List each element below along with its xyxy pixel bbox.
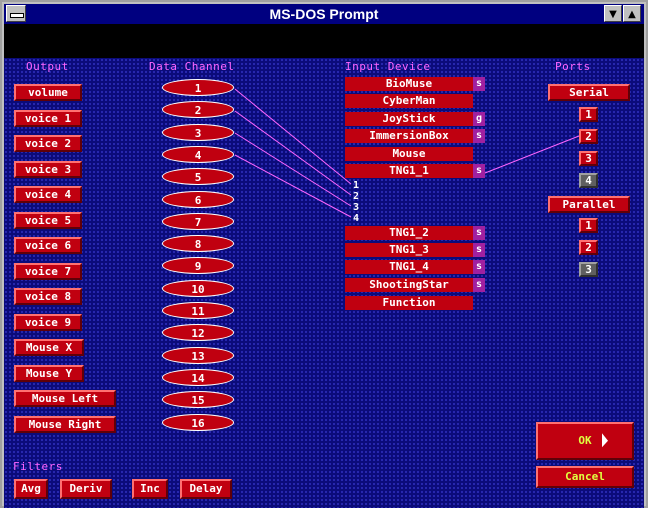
output-button[interactable]: voice 7 (14, 262, 82, 280)
device-button[interactable]: Function (345, 296, 473, 310)
ports-header: Ports (555, 60, 591, 73)
filter-button[interactable]: Deriv (60, 479, 112, 499)
data-channel-header: Data Channel (149, 60, 235, 73)
channel-oval[interactable]: 13 (162, 346, 234, 364)
channel-oval[interactable]: 7 (162, 212, 234, 230)
channel-oval[interactable]: 3 (162, 123, 234, 141)
output-button[interactable]: voice 3 (14, 160, 82, 178)
device-button[interactable]: TNG1_2 (345, 226, 473, 240)
output-button[interactable]: Mouse Right (14, 415, 116, 433)
output-header: Output (26, 60, 69, 73)
output-button[interactable]: Mouse Left (14, 390, 116, 407)
channel-oval[interactable]: 1 (162, 79, 234, 96)
parallel-port-button[interactable]: 2 (579, 240, 598, 255)
window-title: MS-DOS Prompt (269, 6, 379, 22)
title-bar[interactable]: MS-DOS Prompt ▼ ▲ (4, 4, 644, 24)
output-button[interactable]: voice 1 (14, 109, 82, 127)
device-button[interactable]: TNG1_3 (345, 243, 473, 257)
device-flag[interactable]: g (473, 112, 485, 126)
device-flag[interactable]: s (473, 129, 485, 143)
output-button[interactable]: voice 4 (14, 186, 82, 203)
output-button[interactable]: voice 6 (14, 237, 82, 254)
output-button[interactable]: volume (14, 84, 82, 101)
device-flag[interactable]: s (473, 260, 485, 274)
device-flag[interactable]: s (473, 164, 485, 178)
system-menu-icon[interactable] (6, 5, 26, 22)
channel-oval[interactable]: 8 (162, 235, 234, 253)
output-button[interactable]: voice 5 (14, 211, 82, 229)
connection-line (234, 132, 352, 207)
channel-oval[interactable]: 2 (162, 101, 234, 119)
filter-button[interactable]: Avg (14, 479, 48, 499)
sub-channel-label: 3 (353, 202, 360, 213)
output-button[interactable]: voice 9 (14, 313, 82, 331)
device-flag[interactable]: s (473, 77, 485, 91)
device-button[interactable]: ShootingStar (345, 278, 473, 292)
cancel-button[interactable]: Cancel (536, 466, 634, 488)
filter-button[interactable]: Inc (132, 479, 168, 499)
toolbar-area (4, 24, 644, 58)
mouse-cursor-icon (602, 433, 608, 451)
device-flag[interactable]: s (473, 226, 485, 240)
device-flag[interactable]: s (473, 243, 485, 257)
device-button[interactable]: BioMuse (345, 77, 473, 91)
channel-oval[interactable]: 4 (162, 145, 234, 163)
output-button[interactable]: voice 2 (14, 135, 82, 152)
input-device-header: Input Device (345, 60, 431, 73)
serial-port-button[interactable]: 4 (579, 173, 598, 188)
channel-oval[interactable]: 12 (162, 324, 234, 342)
parallel-button[interactable]: Parallel (548, 196, 630, 213)
ok-button[interactable]: OK (536, 422, 634, 460)
device-button[interactable]: ImmersionBox (345, 129, 473, 143)
parallel-port-button[interactable]: 3 (579, 262, 598, 277)
device-flag[interactable]: s (473, 278, 485, 292)
filter-button[interactable]: Delay (180, 479, 232, 499)
connection-line (234, 154, 352, 218)
serial-button[interactable]: Serial (548, 84, 630, 101)
connection-line (234, 110, 352, 196)
connection-line (234, 88, 352, 185)
mapping-screen: Output Data Channel Input Device Ports v… (4, 58, 644, 508)
output-button[interactable]: voice 8 (14, 288, 82, 305)
channel-oval[interactable]: 9 (162, 257, 234, 275)
device-button[interactable]: TNG1_4 (345, 260, 473, 274)
channel-oval[interactable]: 5 (162, 168, 234, 186)
device-button[interactable]: JoyStick (345, 112, 473, 126)
channel-oval[interactable]: 10 (162, 279, 234, 297)
connection-line (484, 135, 580, 174)
channel-oval[interactable]: 15 (162, 391, 234, 409)
output-button[interactable]: Mouse Y (14, 364, 84, 382)
channel-oval[interactable]: 11 (162, 302, 234, 319)
channel-oval[interactable]: 16 (162, 413, 234, 431)
device-button[interactable]: Mouse (345, 147, 473, 161)
parallel-port-button[interactable]: 1 (579, 218, 598, 233)
serial-port-button[interactable]: 3 (579, 151, 598, 166)
connection-lines (234, 88, 580, 218)
output-button[interactable]: Mouse X (14, 339, 84, 356)
channel-oval[interactable]: 6 (162, 190, 234, 208)
sub-channel-label: 2 (353, 191, 360, 202)
minimize-button[interactable]: ▼ (604, 5, 622, 22)
device-button[interactable]: TNG1_1 (345, 164, 473, 178)
maximize-button[interactable]: ▲ (623, 5, 641, 22)
sub-channel-label: 4 (353, 213, 360, 224)
sub-channel-label: 1 (353, 180, 360, 191)
filters-header: Filters (13, 460, 63, 473)
device-button[interactable]: CyberMan (345, 94, 473, 108)
serial-port-button[interactable]: 1 (579, 107, 598, 122)
serial-port-button[interactable]: 2 (579, 129, 598, 144)
channel-oval[interactable]: 14 (162, 368, 234, 386)
